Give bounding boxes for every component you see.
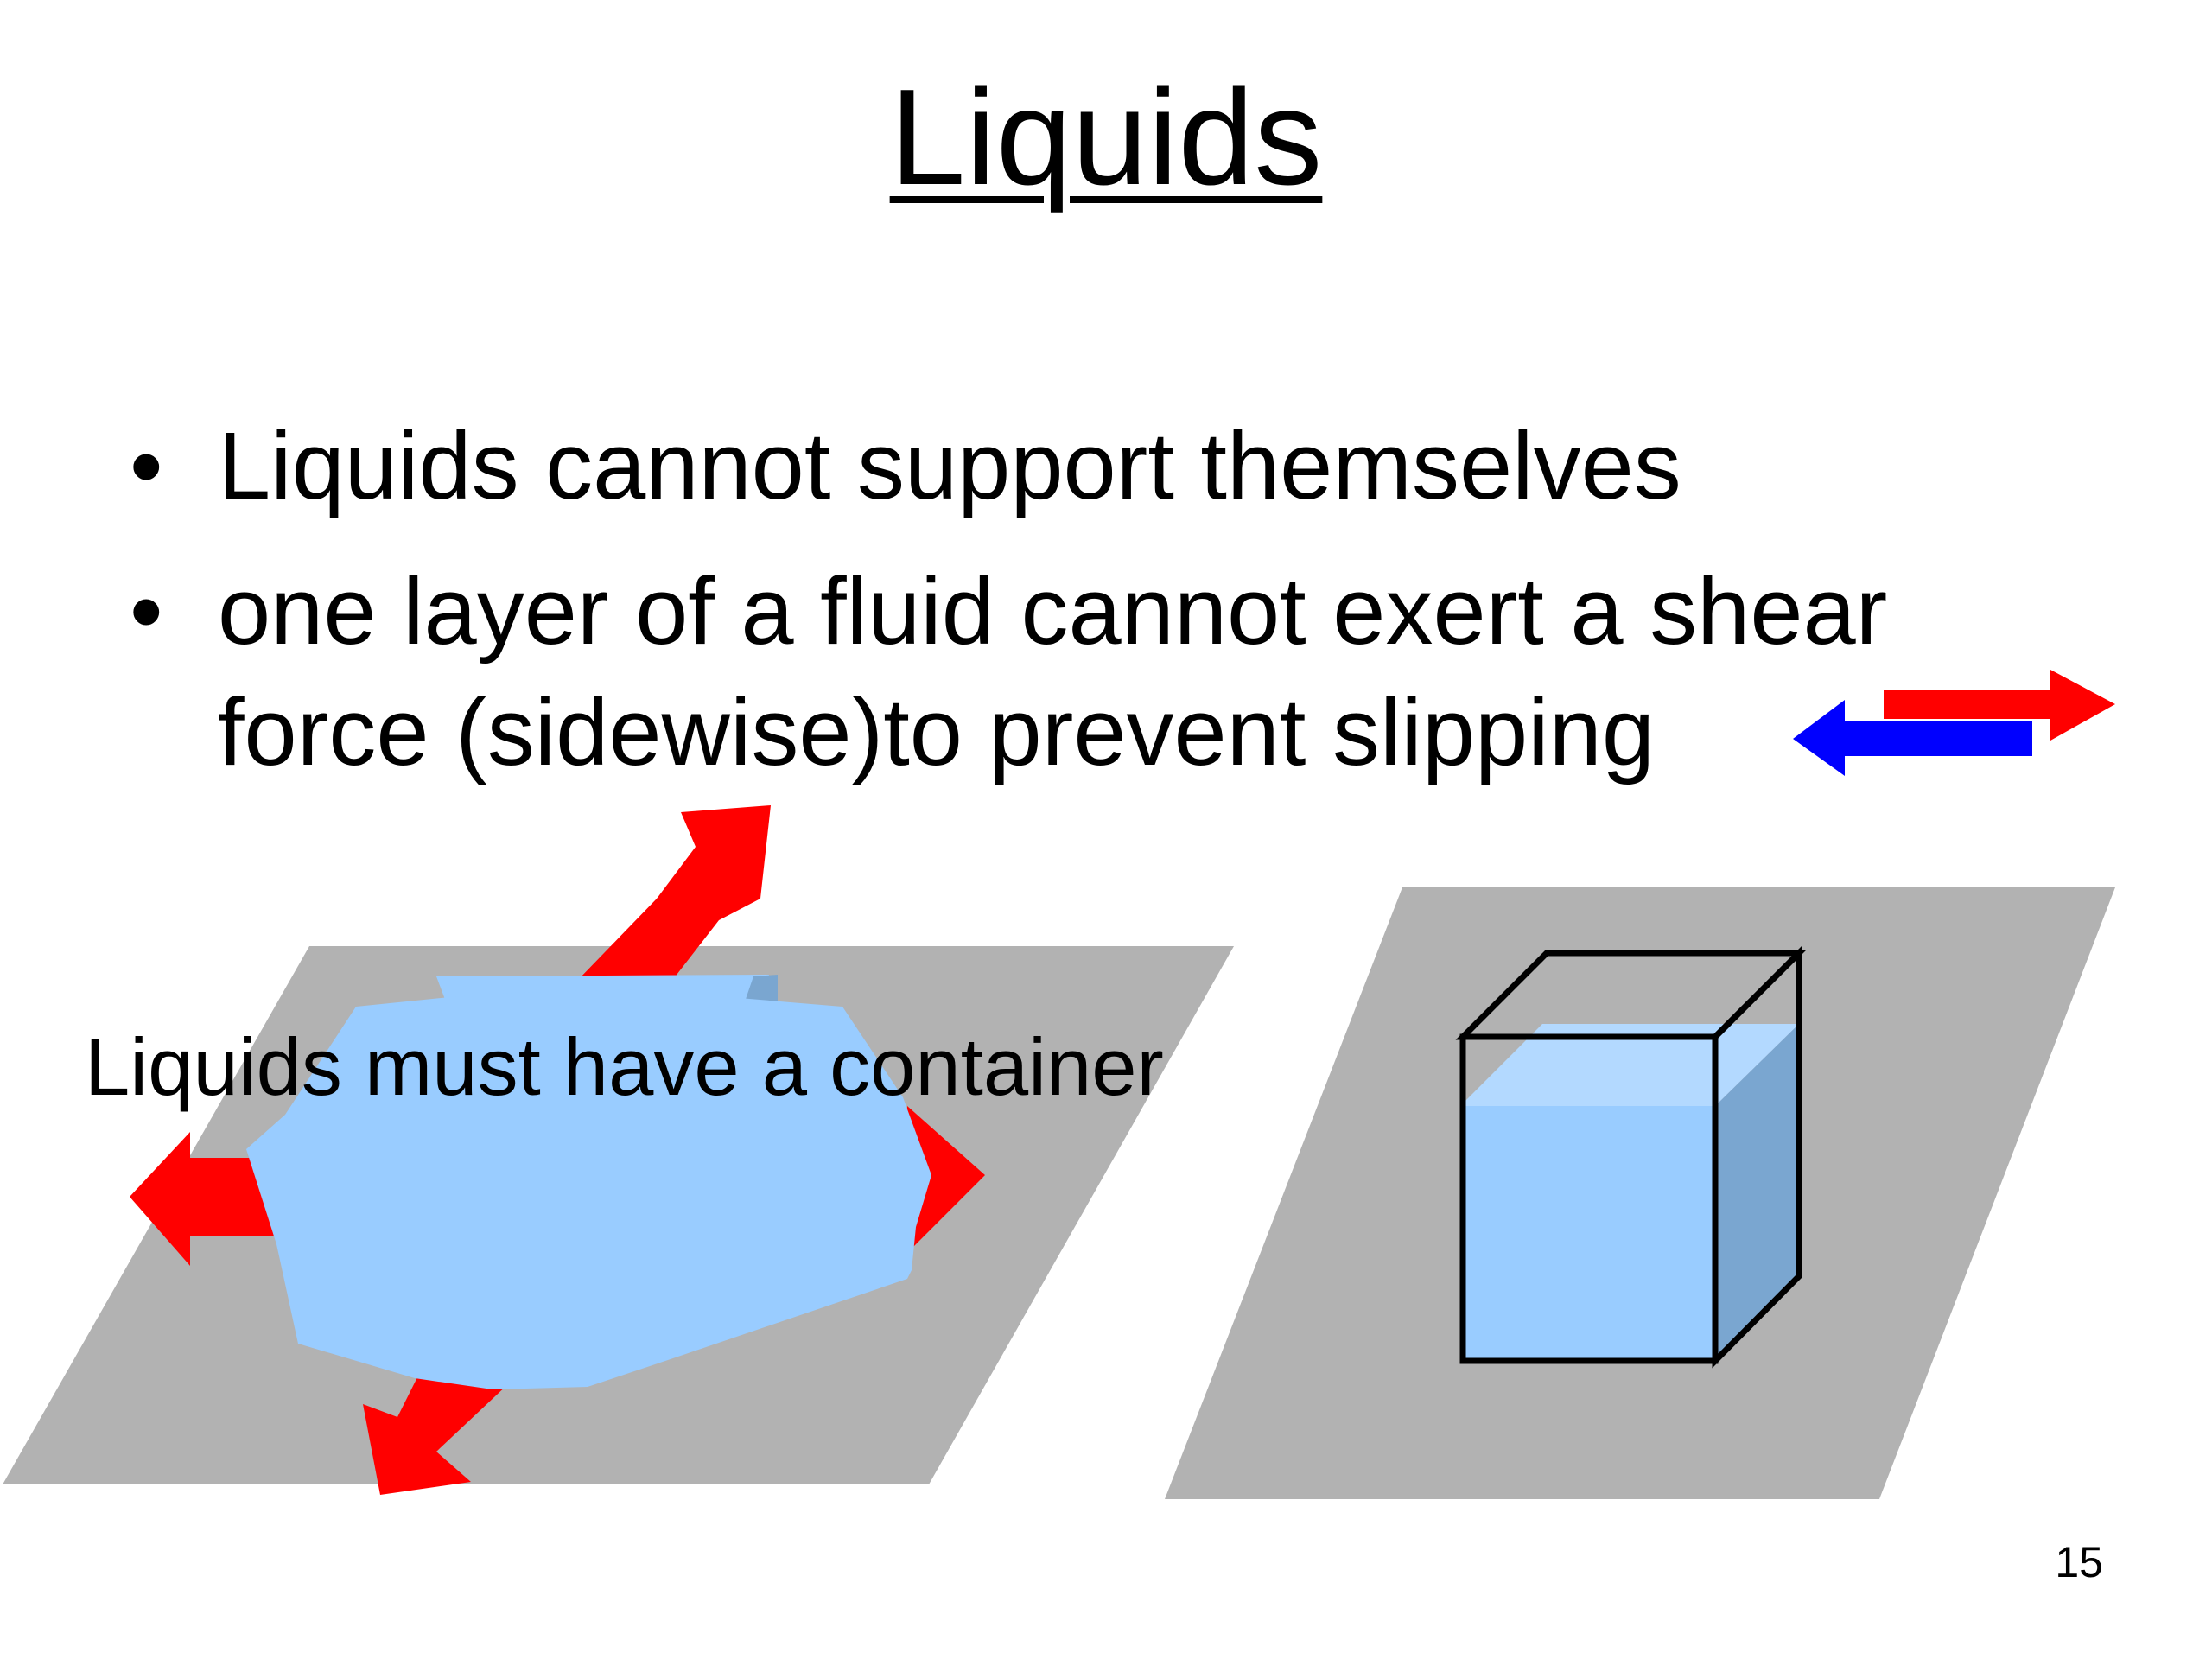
container-liquid-front bbox=[1463, 1106, 1715, 1361]
page-number: 15 bbox=[2055, 1538, 2103, 1586]
bullet-text: one layer of a fluid cannot exert a shea… bbox=[218, 558, 1888, 785]
bullet-item: • one layer of a fluid cannot exert a sh… bbox=[130, 551, 2031, 793]
arrow-up-right bbox=[577, 805, 771, 1028]
container-outline bbox=[1455, 945, 1807, 1369]
bullet-marker: • bbox=[130, 558, 163, 664]
shear-arrow-red bbox=[1884, 670, 2115, 741]
bullet-list: • Liquids cannot support themselves • on… bbox=[130, 406, 2031, 817]
arrow-left bbox=[130, 1132, 276, 1266]
bullet-marker: • bbox=[130, 413, 163, 519]
liquid-puddle bbox=[246, 989, 931, 1389]
liquid-puddle-edge bbox=[743, 975, 778, 1007]
container-liquid-side bbox=[1715, 1024, 1799, 1361]
shear-arrow-blue bbox=[1793, 700, 2032, 776]
arrow-right bbox=[907, 1106, 985, 1253]
slide-title: Liquids bbox=[889, 61, 1323, 213]
bullet-text: Liquids cannot support themselves bbox=[218, 413, 1681, 519]
container-side-outline bbox=[1712, 945, 1802, 1369]
bullet-item: • Liquids cannot support themselves bbox=[130, 406, 2031, 527]
diagram-caption: Liquids must have a container bbox=[85, 1021, 1164, 1112]
